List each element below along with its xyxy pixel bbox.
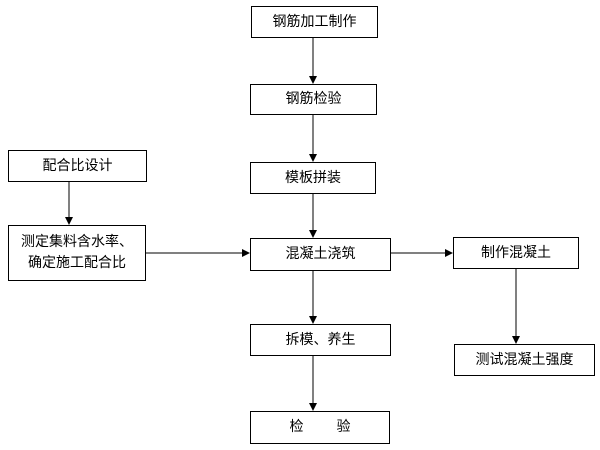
concrete-pouring-box: 混凝土浇筑 [250,238,391,271]
rebar-fabrication-box: 钢筋加工制作 [251,6,378,38]
mix-design-box: 配合比设计 [8,150,147,182]
moisture-mix-box: 测定集料含水率、 确定施工配合比 [8,225,146,281]
strength-test-box: 测试混凝土强度 [454,344,595,376]
rebar-inspection-box: 钢筋检验 [250,84,377,115]
inspection-box: 检 验 [250,411,390,444]
make-specimens-box: 制作混凝土 [453,237,579,269]
formwork-assembly-box: 模板拼装 [250,162,376,194]
stripping-curing-box: 拆模、养生 [250,324,391,356]
